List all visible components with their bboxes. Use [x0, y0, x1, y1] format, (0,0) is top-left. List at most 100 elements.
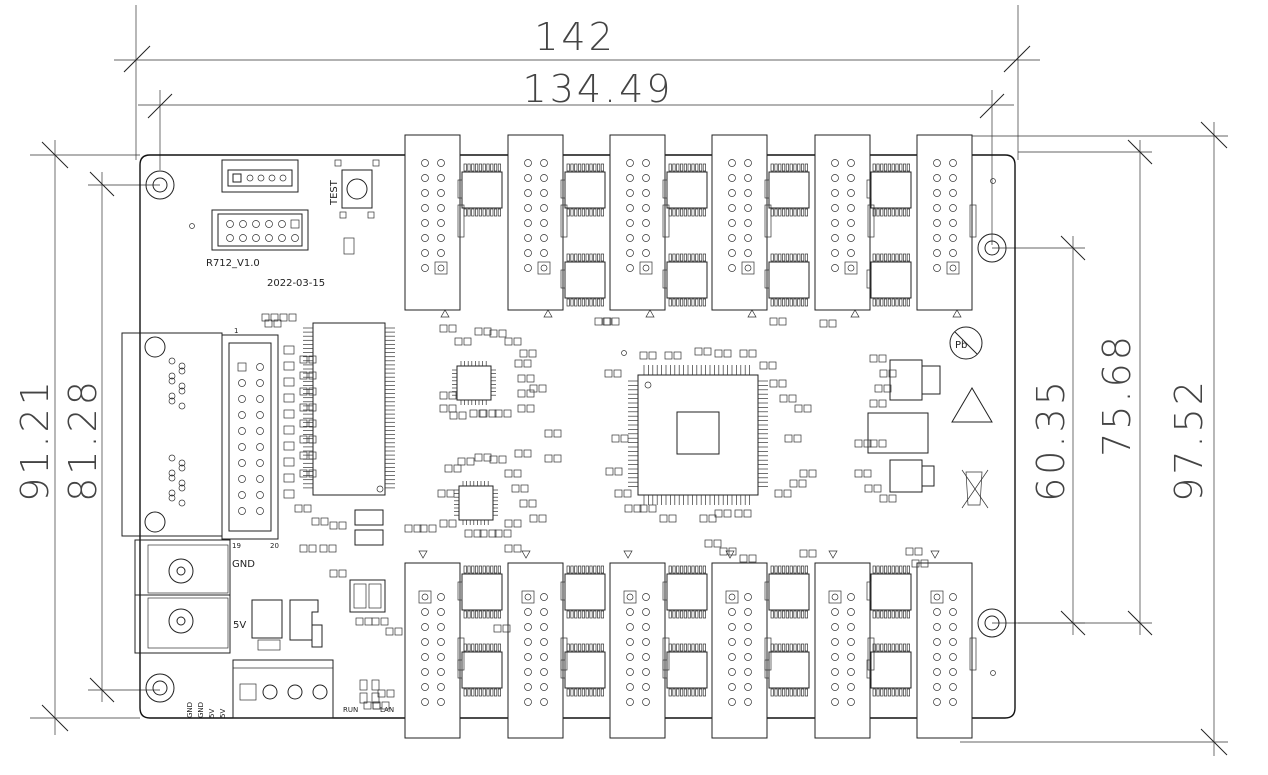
chip-pin: [695, 610, 699, 619]
connector-pin: [540, 593, 548, 601]
smd-pad: [517, 389, 526, 398]
chip-pin: [876, 208, 880, 217]
buffer-chip-notch: [560, 269, 566, 289]
smd-pad: [594, 317, 603, 326]
smd-pad: [748, 349, 757, 358]
buffer-chip: [564, 261, 606, 299]
chip-pin: [906, 688, 910, 697]
connector-pin: [933, 623, 941, 631]
smd-pad: [648, 504, 657, 513]
chip-pin: [774, 298, 778, 307]
connector-pin: [524, 608, 532, 616]
connector-pin-1: [828, 590, 842, 604]
terminal-label-2: GND: [197, 702, 205, 718]
connector-pin: [524, 593, 532, 601]
chip-pin: [570, 688, 574, 697]
chip-pin: [880, 610, 884, 619]
chip-pin: [471, 643, 475, 652]
smd-pad: [308, 371, 317, 380]
smd-pad: [469, 409, 478, 418]
chip-pin: [876, 643, 880, 652]
smd-pad: [498, 455, 507, 464]
chip-pin: [899, 253, 903, 262]
smd-pad: [748, 554, 757, 563]
smd-pad: [371, 617, 380, 626]
chip-pin: [566, 208, 570, 217]
connector-pin: [642, 683, 650, 691]
chip-pin: [695, 163, 699, 172]
smd-pad: [328, 544, 337, 553]
smd-pad: [308, 544, 317, 553]
chip-pin: [668, 163, 672, 172]
smd-pad: [479, 529, 488, 538]
chip-pin: [585, 688, 589, 697]
chip-pin: [574, 298, 578, 307]
connector-pin: [949, 249, 957, 257]
chip-pin: [683, 643, 687, 652]
buffer-chip: [870, 261, 912, 299]
connector-pin-1: [537, 261, 551, 275]
connector-pin: [421, 623, 429, 631]
chip-pin: [804, 298, 808, 307]
chip-pin: [691, 688, 695, 697]
connector-pin: [831, 264, 839, 272]
smd-pad: [453, 464, 462, 473]
smd-pad: [504, 519, 513, 528]
connector-pin-1: [521, 590, 535, 604]
connector-pin-1: [946, 261, 960, 275]
chip-pin: [887, 253, 891, 262]
chip-pin: [467, 208, 471, 217]
buffer-chip: [666, 171, 708, 209]
chip-pin: [478, 610, 482, 619]
smd-pad: [879, 494, 888, 503]
chip-pin: [668, 298, 672, 307]
smd-pad: [883, 384, 892, 393]
hub75-connector: [916, 562, 973, 739]
connector-pin: [168, 377, 176, 385]
chip-pin: [680, 565, 684, 574]
chip-pin: [680, 163, 684, 172]
chip-pin: [600, 163, 604, 172]
connector-pin: [949, 668, 957, 676]
chip-pin: [471, 565, 475, 574]
smd-pad: [283, 473, 295, 483]
connector-pin: [642, 174, 650, 182]
smd-pad: [517, 404, 526, 413]
chip-pin: [578, 163, 582, 172]
smd-pad: [413, 524, 422, 533]
connector-pin: [168, 357, 176, 365]
phy-chips: [456, 365, 494, 521]
chip-pin: [497, 163, 501, 172]
connector-key: [662, 637, 670, 671]
chip-pin: [801, 565, 805, 574]
hub75-connector: [404, 134, 461, 311]
smd-pad: [288, 313, 297, 322]
chip-pin: [702, 163, 706, 172]
chip-pin: [801, 298, 805, 307]
chip-pin: [593, 565, 597, 574]
chip-pin: [672, 688, 676, 697]
smd-pad: [294, 504, 303, 513]
chip-pin: [691, 298, 695, 307]
connector-pin: [421, 189, 429, 197]
chip-pin: [478, 163, 482, 172]
connector-pin: [847, 593, 855, 601]
chip-pin: [891, 208, 895, 217]
phy-chip-pins: [452, 361, 498, 525]
hub75-connector: [404, 562, 461, 739]
chip-pin: [774, 565, 778, 574]
connector-pin: [524, 653, 532, 661]
chip-pin: [471, 610, 475, 619]
chip-pin: [774, 643, 778, 652]
chip-pin: [581, 688, 585, 697]
connector-pin: [949, 638, 957, 646]
connector-pin: [728, 593, 736, 601]
pin1-marker: [747, 309, 757, 318]
chip-pin: [778, 253, 782, 262]
smd-pad: [739, 554, 748, 563]
buffer-chip-notch: [866, 179, 872, 199]
lan-label: LAN: [380, 706, 394, 714]
connector-pin: [831, 653, 839, 661]
chip-pin: [880, 688, 884, 697]
connector-pin: [437, 174, 445, 182]
